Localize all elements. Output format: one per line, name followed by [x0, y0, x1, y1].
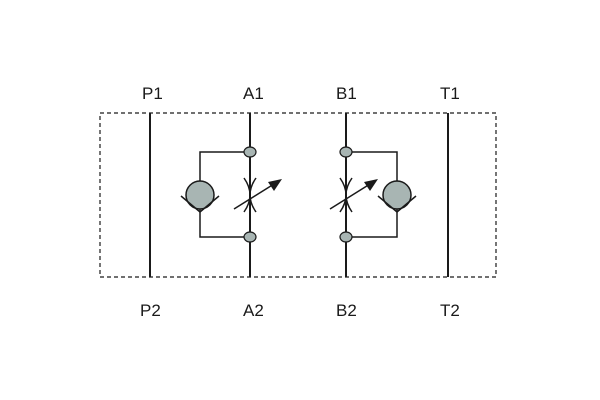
valve-envelope [99, 112, 497, 278]
junction-a-top [243, 146, 257, 158]
port-label-a1: A1 [243, 84, 264, 103]
port-label-a2: A2 [243, 301, 264, 320]
port-label-b1: B1 [336, 84, 357, 103]
module-a [180, 146, 282, 243]
junction-b-bottom [339, 231, 353, 243]
throttle-b-icon [329, 177, 378, 213]
module-b [329, 146, 417, 243]
port-label-t1: T1 [440, 84, 460, 103]
port-label-p1: P1 [142, 84, 163, 103]
port-label-b2: B2 [336, 301, 357, 320]
port-label-p2: P2 [140, 301, 161, 320]
check-valve-b-icon [377, 180, 417, 213]
junction-a-bottom [243, 231, 257, 243]
port-label-t2: T2 [440, 301, 460, 320]
junction-b-top [339, 146, 353, 158]
throttle-a-icon [233, 177, 282, 213]
check-valve-a-icon [180, 180, 220, 213]
